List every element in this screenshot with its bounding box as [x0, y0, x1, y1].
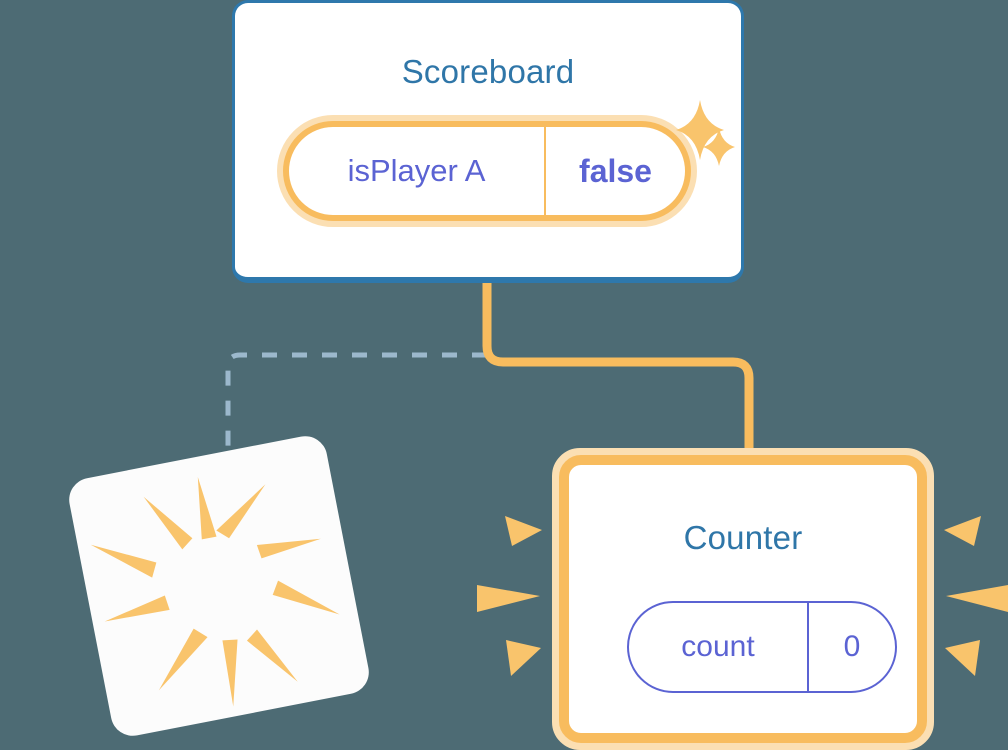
scoreboard-pill-key: isPlayer A: [289, 127, 546, 215]
scoreboard-pill-glow: [277, 115, 697, 227]
scoreboard-state-pill[interactable]: isPlayer A false: [277, 115, 697, 227]
counter-card-ring: Counter count 0: [559, 455, 927, 743]
counter-pill-value: 0: [843, 630, 861, 663]
sparkle-small-icon: [703, 128, 735, 166]
counter-card[interactable]: Counter count 0: [552, 448, 934, 750]
counter-burst-left: [477, 516, 542, 676]
connector-scoreboard-to-counter: [482, 283, 754, 468]
sparkle-large-icon: [676, 100, 724, 160]
counter-pill-key: count: [629, 603, 809, 691]
connector-scoreboard-to-placeholder: [225, 352, 487, 478]
scoreboard-card[interactable]: Scoreboard isPlayer A false: [232, 0, 744, 283]
counter-burst-right: [944, 516, 1008, 676]
counter-state-pill[interactable]: count 0: [627, 601, 897, 693]
placeholder-card[interactable]: [65, 432, 373, 740]
scoreboard-pill-value: false: [579, 152, 652, 189]
counter-card-glow: [552, 448, 934, 750]
scoreboard-title: Scoreboard: [401, 53, 575, 90]
scoreboard-pill-ring: isPlayer A false: [283, 121, 691, 221]
counter-title: Counter: [683, 519, 803, 556]
placeholder-card-burst: [90, 477, 340, 707]
